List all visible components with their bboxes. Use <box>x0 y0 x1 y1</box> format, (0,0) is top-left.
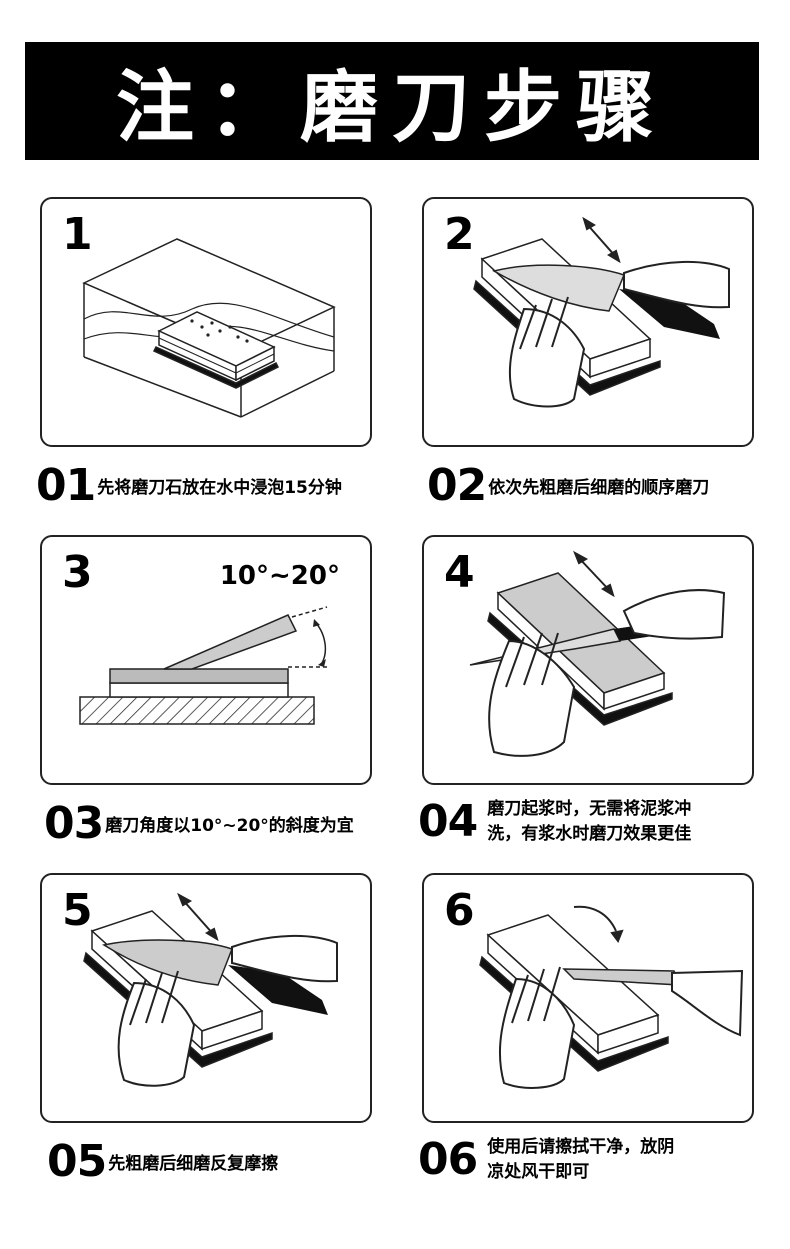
step-5-panel: 5 <box>40 873 372 1123</box>
caption-01: 01 先将磨刀石放在水中浸泡15分钟 <box>36 460 342 511</box>
slurry-sharpening-illustration <box>469 550 726 757</box>
caption-05-text: 先粗磨后细磨反复摩擦 <box>108 1154 279 1174</box>
angle-arc-icon <box>315 622 327 664</box>
left-hand-icon <box>508 307 586 408</box>
caption-02-text: 依次先粗磨后细磨的顺序磨刀 <box>488 478 710 498</box>
knife-handle-icon <box>619 289 720 339</box>
caption-05: 05 先粗磨后细磨反复摩擦 <box>47 1136 278 1187</box>
page-title: 注：磨刀步骤 <box>115 63 668 153</box>
step-1-panel: 1 <box>40 197 372 447</box>
caption-01-text: 先将磨刀石放在水中浸泡15分钟 <box>97 478 342 498</box>
wipe-clean-illustration <box>479 905 744 1089</box>
caption-05-number: 05 <box>47 1136 107 1187</box>
caption-06-line-1: 使用后请擦拭干净，放阴 <box>487 1136 675 1157</box>
knife-blade-icon <box>492 264 626 312</box>
caption-06-number: 06 <box>418 1134 478 1185</box>
coarse-grinding-illustration <box>473 216 730 408</box>
fine-grinding-illustration <box>83 892 338 1087</box>
cloth-icon <box>671 969 744 1037</box>
step-2-panel: 2 <box>422 197 754 447</box>
step-1-number: 1 <box>62 209 93 260</box>
caption-02: 02 依次先粗磨后细磨的顺序磨刀 <box>427 460 709 511</box>
step-3-panel: 3 10°~20° <box>40 535 372 785</box>
curved-arrow-icon <box>573 905 624 944</box>
caption-06-line-2: 凉处风干即可 <box>487 1161 590 1182</box>
knife-handle-icon <box>228 965 328 1015</box>
sharpening-stone <box>109 682 289 698</box>
step-3-number: 3 <box>62 547 93 598</box>
caption-04-number: 04 <box>418 796 478 847</box>
step-2-number: 2 <box>444 209 475 260</box>
caption-04-line-2: 洗，有浆水时磨刀效果更佳 <box>487 823 692 844</box>
sharpening-angle-diagram <box>79 606 328 725</box>
caption-03-number: 03 <box>44 798 104 849</box>
caption-04: 04 磨刀起浆时，无需将泥浆冲 洗，有浆水时磨刀效果更佳 <box>418 796 727 847</box>
step-4-panel: 4 <box>422 535 754 785</box>
double-arrow-icon <box>573 550 615 598</box>
soaking-stone-illustration <box>82 238 336 418</box>
caption-01-number: 01 <box>36 460 96 511</box>
double-arrow-icon <box>582 216 621 264</box>
right-hand-icon <box>622 589 726 640</box>
caption-02-number: 02 <box>427 460 487 511</box>
right-hand-icon <box>623 260 730 309</box>
caption-04-line-1: 磨刀起浆时，无需将泥浆冲 <box>487 798 692 819</box>
table-surface <box>79 696 315 725</box>
caption-06: 06 使用后请擦拭干净，放阴 凉处风干即可 <box>418 1134 727 1185</box>
step-5-number: 5 <box>62 885 93 936</box>
right-hand-icon <box>231 934 338 983</box>
step-6-number: 6 <box>444 885 475 936</box>
double-arrow-icon <box>177 892 219 942</box>
knife-blade-icon <box>102 939 233 986</box>
left-hand-icon <box>117 981 196 1087</box>
step-4-number: 4 <box>444 547 475 598</box>
knife-blade-icon <box>163 614 298 670</box>
caption-03: 03 磨刀角度以10°~20°的斜度为宜 <box>44 798 354 849</box>
step-6-panel: 6 <box>422 873 754 1123</box>
caption-03-text: 磨刀角度以10°~20°的斜度为宜 <box>105 816 354 836</box>
caption-06-text: 使用后请擦拭干净，放阴 凉处风干即可 <box>487 1135 727 1185</box>
header-banner: 注：磨刀步骤 <box>25 42 759 160</box>
angle-label: 10°~20° <box>219 561 340 591</box>
left-hand-icon <box>488 639 576 757</box>
caption-04-text: 磨刀起浆时，无需将泥浆冲 洗，有浆水时磨刀效果更佳 <box>487 797 727 847</box>
